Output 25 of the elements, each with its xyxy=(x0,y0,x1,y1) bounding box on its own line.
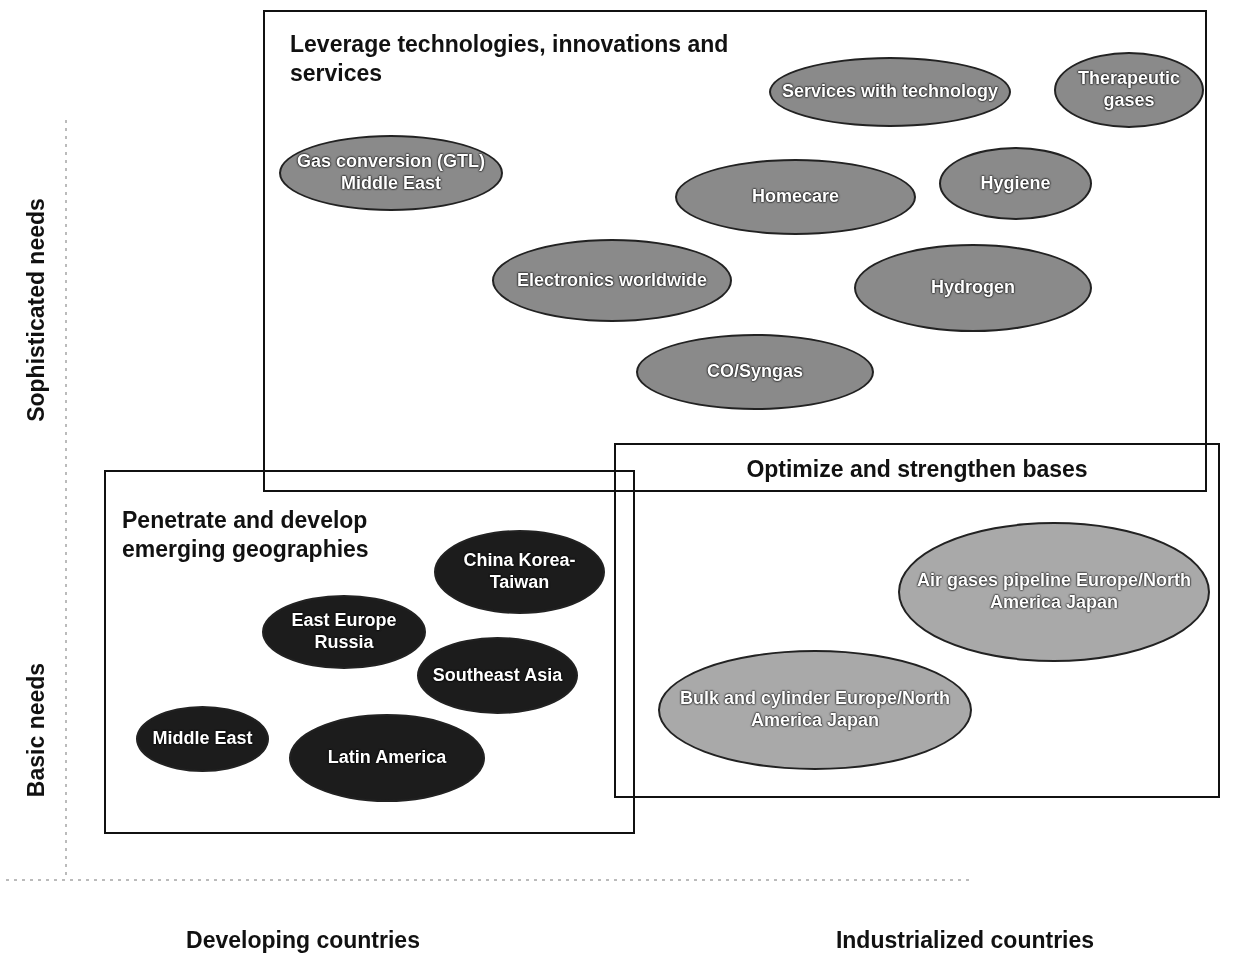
bubble-label: Hygiene xyxy=(979,172,1052,195)
quadrant-frame xyxy=(104,470,635,834)
bubble-label: Therapeutic gases xyxy=(1077,68,1181,112)
axis-label: Developing countries xyxy=(186,926,420,954)
quadrant-title: Penetrate and develop emerging geographies xyxy=(122,506,370,564)
bubble-label: Gas conversion (GTL) Middle East xyxy=(295,151,486,195)
axis-label: Basic needs xyxy=(22,662,50,798)
bubble-label: China Korea-Taiwan xyxy=(462,550,577,594)
bubble-label: Southeast Asia xyxy=(431,664,564,687)
bubble-label: Services with technology xyxy=(780,81,1000,103)
bubble-label: Middle East xyxy=(151,728,254,750)
quadrant-title: Leverage technologies, innovations and services xyxy=(290,30,730,88)
quadrant-frame xyxy=(614,443,1220,798)
bubble-label: Air gases pipeline Europe/North America Japan xyxy=(915,570,1193,614)
bubble-label: Latin America xyxy=(326,747,448,769)
axis-label: Sophisticated needs xyxy=(22,198,50,422)
bubble-label: Hydrogen xyxy=(930,277,1016,299)
bubble-label: East Europe Russia xyxy=(290,610,398,654)
bubble-label: Electronics worldwide xyxy=(515,269,708,292)
bubble-label: Homecare xyxy=(750,186,840,208)
quadrant-title: Optimize and strengthen bases xyxy=(745,455,1089,484)
bubble-label: Bulk and cylinder Europe/North America Japan xyxy=(678,688,951,732)
quadrant-frame xyxy=(263,10,1207,492)
axis-label: Industrialized countries xyxy=(835,926,1095,954)
bubble-label: CO/Syngas xyxy=(706,361,804,383)
